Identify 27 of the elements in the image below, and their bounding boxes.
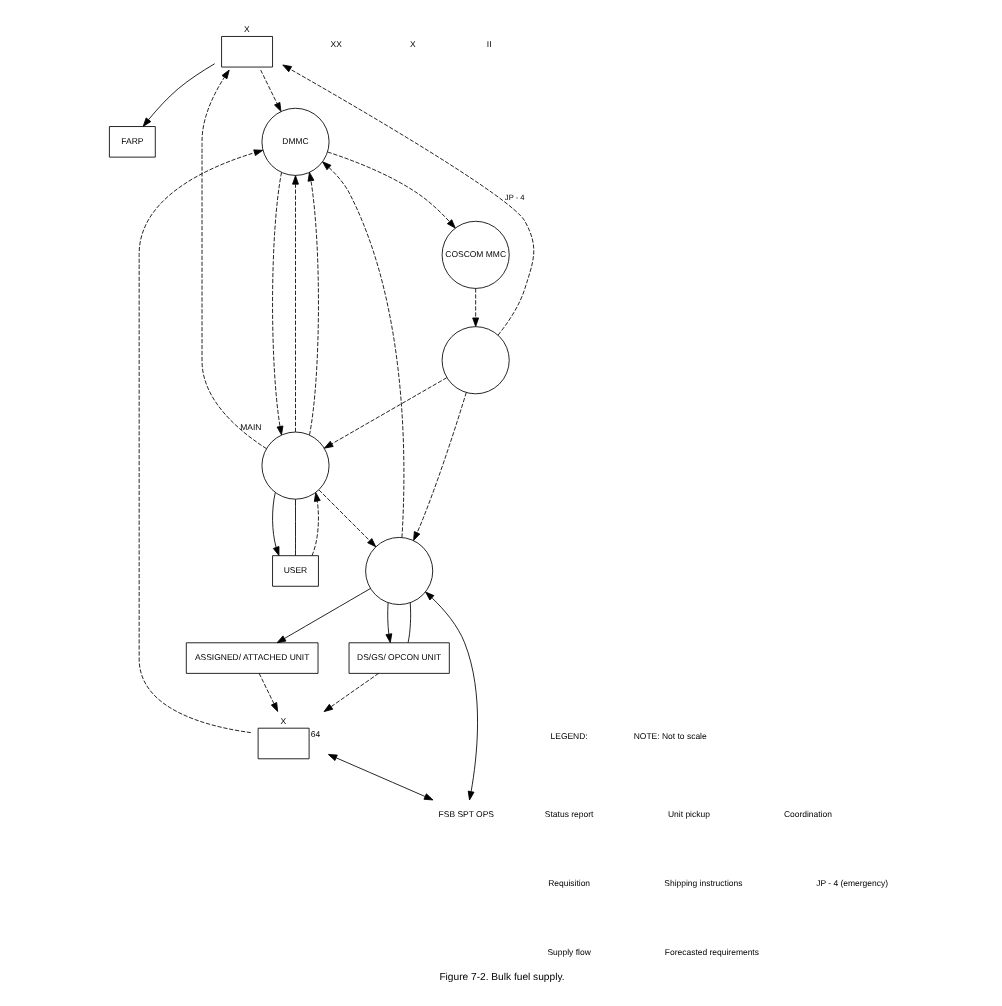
arrow	[271, 172, 283, 436]
arrow	[259, 69, 281, 112]
arrow	[291, 175, 298, 433]
arrow	[281, 64, 534, 336]
node-box	[256, 727, 309, 760]
arrow	[471, 288, 479, 327]
arrow	[326, 151, 455, 229]
arrow	[200, 69, 266, 450]
node-box	[220, 36, 272, 68]
arrow	[306, 172, 318, 436]
connector	[294, 498, 295, 556]
arrow	[424, 591, 477, 801]
arrow	[275, 588, 370, 644]
arrow	[310, 492, 320, 556]
arrow	[137, 149, 263, 734]
arrow	[257, 672, 278, 712]
arrow	[322, 672, 378, 713]
connector	[406, 602, 411, 643]
arrow	[384, 602, 392, 643]
node-circle	[440, 326, 509, 395]
arrow	[412, 392, 466, 541]
arrow	[321, 161, 404, 538]
arrow	[326, 754, 433, 801]
arrow	[271, 492, 279, 556]
arrow	[141, 63, 215, 127]
arrow	[322, 377, 447, 449]
arrow	[317, 489, 376, 548]
